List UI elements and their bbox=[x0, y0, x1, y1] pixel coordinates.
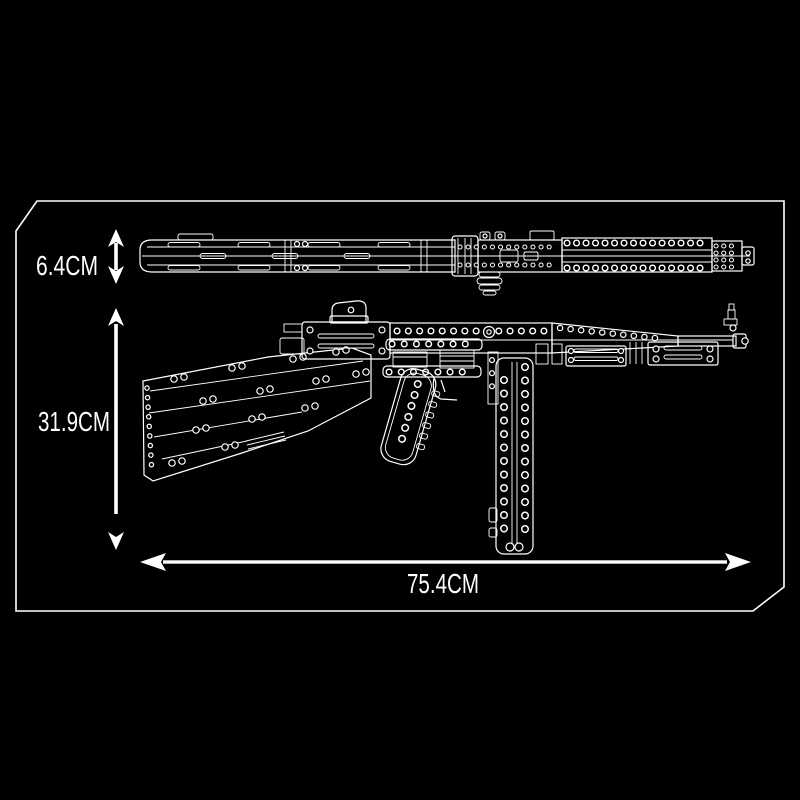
overall-length-arrow-icon bbox=[140, 553, 751, 571]
top-view-height-arrow-icon bbox=[108, 229, 124, 284]
magazine bbox=[488, 357, 534, 555]
trigger-group bbox=[382, 325, 499, 405]
rear-sight bbox=[329, 300, 369, 324]
barrel bbox=[389, 303, 749, 354]
trigger-guard bbox=[432, 377, 458, 401]
handguard bbox=[535, 341, 719, 367]
top-view-drawing bbox=[139, 230, 755, 296]
overall-height-arrow-icon bbox=[108, 308, 124, 550]
front-sight bbox=[723, 303, 738, 332]
dimension-annotations: 6.4CM 31.9CM 75.4CM bbox=[36, 229, 751, 599]
top-view-height-label: 6.4CM bbox=[36, 250, 98, 281]
side-view-drawing bbox=[142, 300, 749, 555]
overall-length-label: 75.4CM bbox=[407, 568, 479, 599]
plan-grip bbox=[476, 271, 503, 296]
overall-height-label: 31.9CM bbox=[38, 406, 110, 437]
frame-border bbox=[15, 200, 785, 612]
pistol-grip bbox=[380, 368, 441, 466]
stock bbox=[142, 337, 372, 482]
plan-sight-plate bbox=[529, 230, 555, 241]
